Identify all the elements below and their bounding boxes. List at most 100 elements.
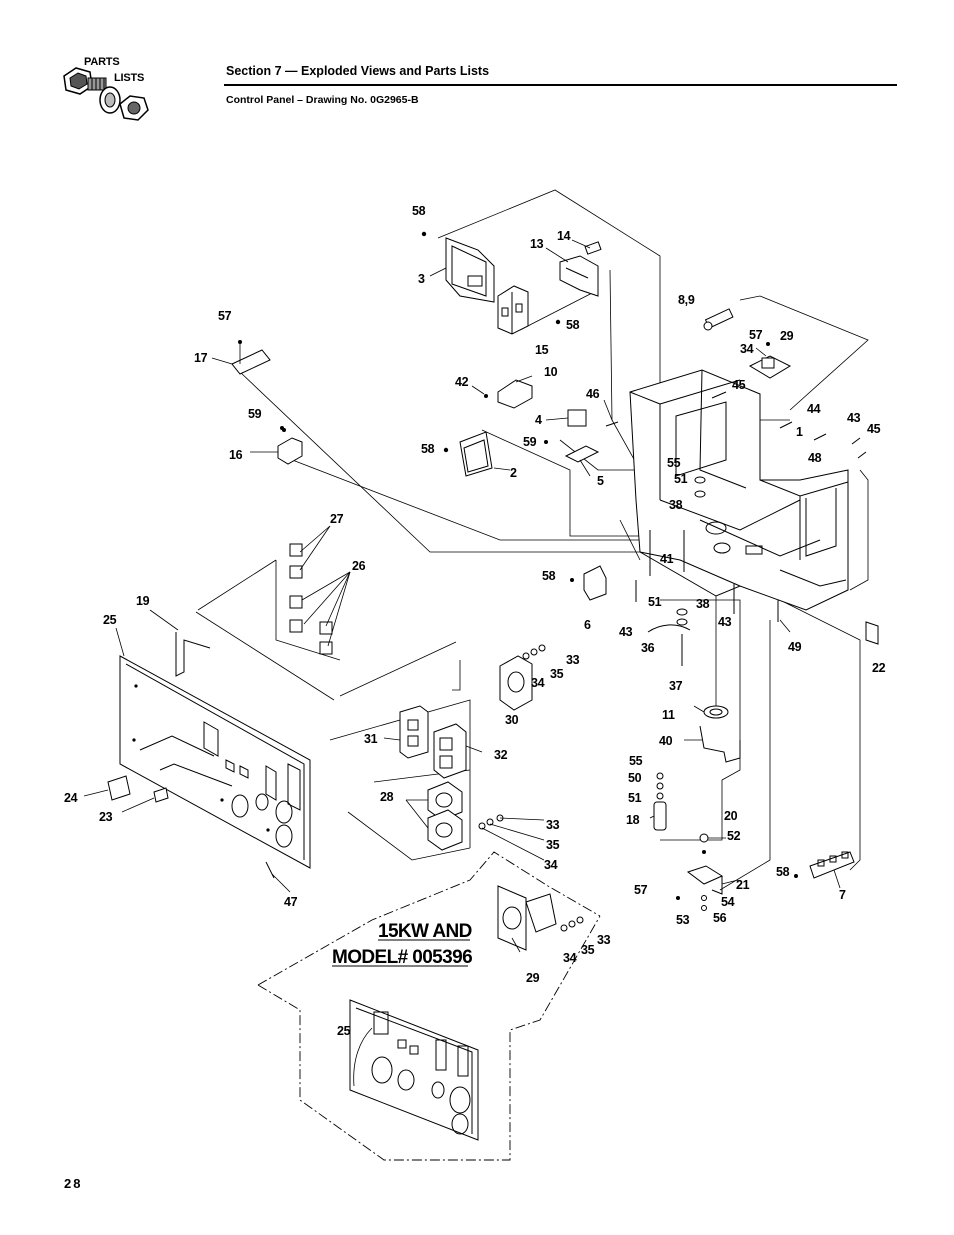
callout-label: 16 — [229, 448, 243, 462]
callout-labels: 58 3 13 14 15 58 8,9 57 34 29 57 17 10 4… — [64, 204, 886, 1038]
bolt-nut-washer-icon — [63, 67, 149, 121]
callout-label: 59 — [523, 435, 537, 449]
page-number: 28 — [64, 1176, 83, 1191]
callout-label: 1 — [796, 425, 803, 439]
callout-label: 22 — [872, 661, 886, 675]
callout-label: 23 — [99, 810, 113, 824]
part-21-bracket — [686, 865, 724, 895]
callout-label: 46 — [586, 387, 600, 401]
callout-label: 41 — [660, 552, 674, 566]
callout-label: 11 — [662, 708, 675, 722]
callout-label: 25 — [103, 613, 117, 627]
part-8-9-fuse-holder — [703, 308, 734, 331]
callout-label: 2 — [510, 466, 517, 480]
callout-label: 20 — [724, 809, 738, 823]
part-18-capacitor — [653, 801, 667, 831]
outlet-32 — [433, 723, 467, 779]
part-24-23-connectors — [107, 775, 169, 803]
callout-label: 57 — [218, 309, 232, 323]
callout-label: 51 — [648, 595, 662, 609]
callout-label: 18 — [626, 813, 640, 827]
drawing-subtitle: Control Panel – Drawing No. 0G2965-B — [226, 94, 419, 106]
callout-label: 26 — [352, 559, 366, 573]
callout-label: 33 — [597, 933, 611, 947]
part-19-bracket — [175, 632, 211, 677]
callout-label: 37 — [669, 679, 683, 693]
outlet-31 — [399, 705, 429, 759]
callout-label: 43 — [847, 411, 861, 425]
part-11-grommet — [703, 705, 729, 719]
callout-label: 58 — [412, 204, 426, 218]
callout-label: 19 — [136, 594, 150, 608]
variant-inset-frame — [257, 851, 601, 1161]
part-2-plate — [459, 431, 493, 477]
callout-label: 13 — [530, 237, 544, 251]
callout-label: 35 — [546, 838, 560, 852]
callout-label: 36 — [641, 641, 655, 655]
callout-label: 6 — [584, 618, 591, 632]
callout-label: 14 — [557, 229, 571, 243]
part-16-clip — [277, 428, 303, 465]
callout-label: 31 — [364, 732, 378, 746]
part-22-tab — [865, 621, 879, 645]
part-6-relay — [570, 565, 607, 601]
callout-leaders — [83, 239, 841, 953]
callout-label: 40 — [659, 734, 673, 748]
callout-label: 33 — [546, 818, 560, 832]
callout-label: 34 — [740, 342, 754, 356]
callout-label: 32 — [494, 748, 508, 762]
callout-label: 53 — [676, 913, 690, 927]
callout-label: 44 — [807, 402, 821, 416]
callout-label: 10 — [544, 365, 558, 379]
logo-text-lists: LISTS — [114, 72, 145, 84]
callout-label: 45 — [867, 422, 881, 436]
part-17-switch — [231, 340, 271, 375]
header-divider — [224, 84, 897, 86]
part-3-board — [445, 237, 495, 303]
variant-note-line1: 15KW AND — [378, 921, 472, 942]
part-36-ring — [647, 624, 691, 633]
callout-label: 24 — [64, 791, 78, 805]
callout-label: 38 — [696, 597, 710, 611]
callout-label: 59 — [248, 407, 262, 421]
callout-label: 56 — [713, 911, 727, 925]
callout-label: 15 — [535, 343, 549, 357]
callout-label: 34 — [531, 676, 545, 690]
callout-label: 35 — [550, 667, 564, 681]
callout-label: 17 — [194, 351, 208, 365]
callout-label: 45 — [732, 378, 746, 392]
part-40-wire — [699, 725, 741, 763]
callout-label: 33 — [566, 653, 580, 667]
callout-label: 51 — [674, 472, 688, 486]
callout-label: 58 — [566, 318, 580, 332]
callout-label: 38 — [669, 498, 683, 512]
callout-label: 57 — [634, 883, 648, 897]
part-4-5-mount — [564, 409, 600, 463]
callout-label: 27 — [330, 512, 344, 526]
part-15-breaker — [497, 285, 529, 335]
callout-label: 55 — [629, 754, 643, 768]
front-panel — [119, 655, 311, 869]
outlet-28 — [427, 781, 463, 851]
callout-label: 58 — [542, 569, 556, 583]
callout-label: 47 — [284, 895, 298, 909]
callout-label: 29 — [526, 971, 540, 985]
callout-label: 42 — [455, 375, 469, 389]
callout-label: 58 — [776, 865, 790, 879]
callout-label: 58 — [421, 442, 435, 456]
callout-label: 28 — [380, 790, 394, 804]
outlet-30 — [499, 655, 533, 711]
part-29-block — [748, 355, 792, 379]
callout-label: 21 — [736, 878, 750, 892]
callout-label: 34 — [563, 951, 577, 965]
callout-label: 4 — [535, 413, 542, 427]
callout-label: 49 — [788, 640, 802, 654]
section-title: Section 7 — Exploded Views and Parts Lis… — [226, 64, 490, 78]
fasteners — [265, 231, 867, 932]
parts-26-27-switches — [275, 543, 341, 661]
variant-note-line2: MODEL# 005396 — [332, 947, 472, 968]
callout-label: 48 — [808, 451, 822, 465]
logo-text-parts: PARTS — [84, 56, 120, 68]
callout-label: 29 — [780, 329, 794, 343]
callout-label: 52 — [727, 829, 741, 843]
